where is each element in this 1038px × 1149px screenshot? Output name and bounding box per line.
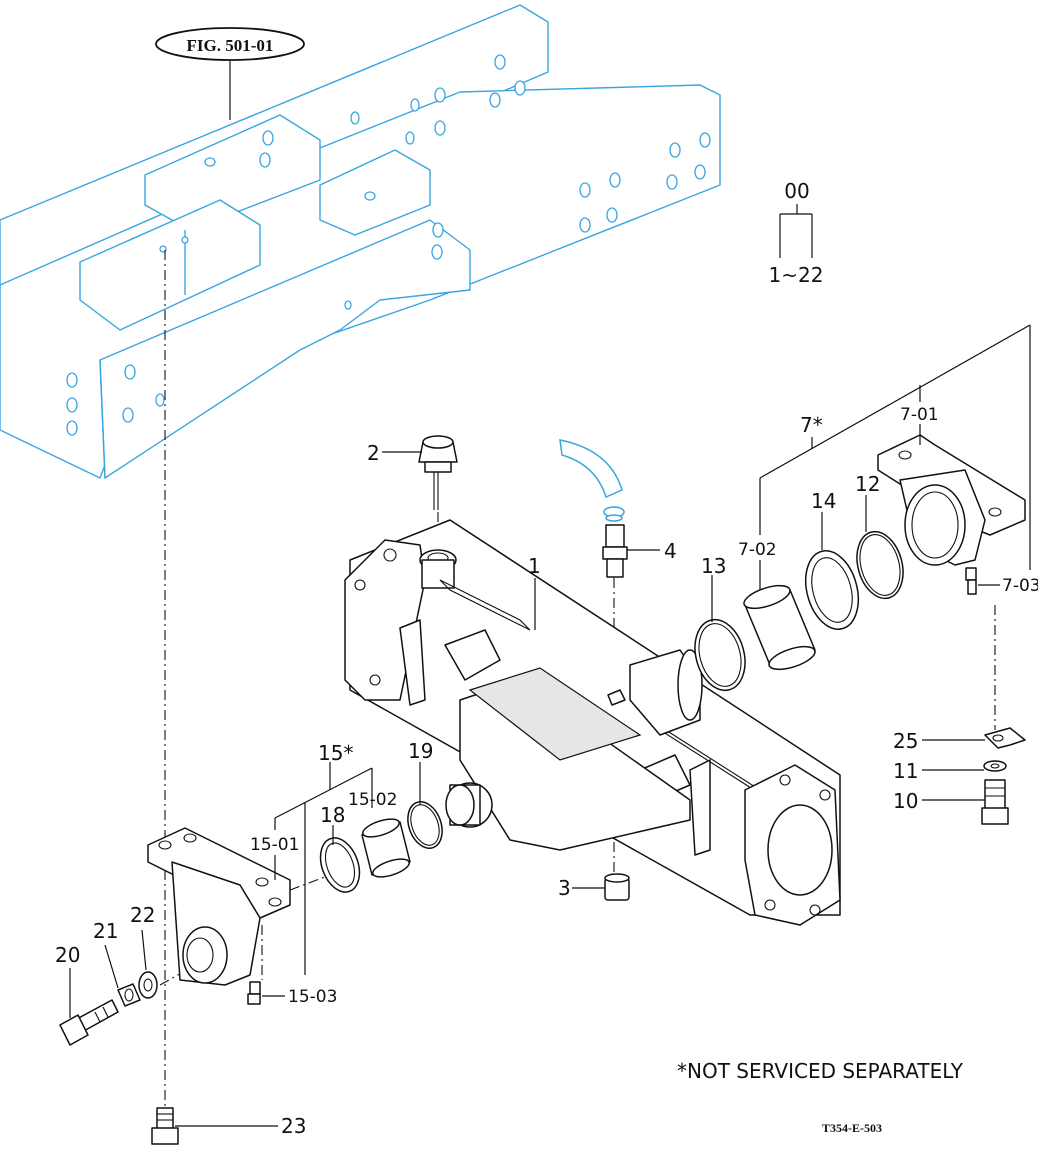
oil-filler-plug [418,435,458,510]
o-ring-19 [407,801,443,849]
callout-1: 1 [528,554,541,578]
callout-15-01: 15-01 [250,835,299,855]
callout-25: 25 [893,729,918,753]
callout-23: 23 [281,1114,306,1138]
assembly-tree: 00 1~22 [769,179,824,287]
callout-10: 10 [893,789,918,813]
callout-11: 11 [893,759,918,783]
front-pivot-bracket [147,827,291,1005]
o-ring-13 [694,618,746,692]
bolt-20 [59,999,119,1046]
callout-labels: 2 4 1 13 7-02 14 12 7* 7-01 7-03 25 11 1… [55,405,1038,1138]
rear-pivot-bracket [877,434,1026,595]
callout-7-03: 7-03 [1002,576,1038,596]
chassis-frame [0,4,721,479]
breather-hose [559,439,625,522]
not-serviced-note: *NOT SERVICED SEPARATELY [677,1059,964,1083]
figure-reference-label: FIG. 501-01 [187,36,274,55]
callout-12: 12 [855,472,880,496]
seal-ring-18 [319,837,361,893]
breather-fitting [602,524,628,578]
callout-7: 7* [800,413,823,437]
assembly-top-number: 00 [784,179,809,203]
o-ring-12 [856,530,904,600]
bushing-15-02 [361,818,411,878]
callout-3: 3 [558,876,571,900]
callout-4: 4 [664,539,677,563]
callout-18: 18 [320,803,345,827]
figure-reference: FIG. 501-01 [155,27,305,120]
callout-15-03: 15-03 [288,987,337,1007]
washer-11 [983,760,1007,772]
callout-15-02: 15-02 [348,790,397,810]
drain-plug [604,873,630,901]
bolt-10 [981,779,1009,825]
callout-20: 20 [55,943,80,967]
callout-7-01: 7-01 [900,405,939,425]
bushing-7-02 [743,584,816,671]
axle-housing [344,519,841,926]
leader-lines [69,324,1031,1127]
callout-13: 13 [701,554,726,578]
callout-22: 22 [130,903,155,927]
thrust-ring-14 [804,550,860,630]
lock-plate-25 [984,727,1026,749]
callout-19: 19 [408,739,433,763]
callout-2: 2 [367,441,380,465]
callout-21: 21 [93,919,118,943]
washer-22 [138,971,158,999]
nut-21 [117,983,141,1007]
callout-14: 14 [811,489,836,513]
callout-15: 15* [318,741,353,765]
drawing-code: T354-E-503 [822,1121,882,1135]
bolt-23 [151,1107,179,1145]
callout-7-02: 7-02 [738,540,777,560]
assembly-range: 1~22 [769,263,824,287]
